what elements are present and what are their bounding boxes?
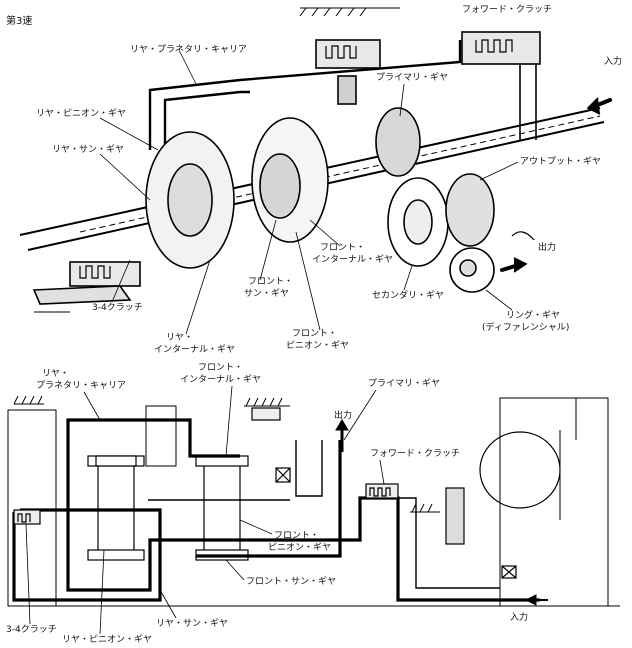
cutaway-illustration xyxy=(19,7,612,313)
label-clutch-34-lower: 3-4クラッチ xyxy=(6,624,57,635)
forward-clutch-3d xyxy=(461,31,541,140)
label-secondary-gear: セカンダリ・ギヤ xyxy=(372,289,444,301)
forward-clutch-schematic xyxy=(365,483,399,499)
rear-carrier-frame xyxy=(148,40,462,150)
label-primary-gear-lower: プライマリ・ギヤ xyxy=(368,378,440,389)
page-title: 第3速 xyxy=(6,14,32,27)
label-front-internal-gear-lower-1: フロント・ xyxy=(198,363,243,373)
label-rear-pinion-gear: リヤ・ピニオン・ギヤ xyxy=(36,108,126,119)
clutch-34-schematic xyxy=(13,509,41,525)
label-front-pinion-gear-1: フロント・ xyxy=(292,329,337,339)
label-front-sun-gear-2: サン・ギヤ xyxy=(244,288,289,299)
label-front-internal-gear-1: フロント・ xyxy=(320,243,365,253)
label-front-pinion-gear-2: ピニオン・ギヤ xyxy=(286,340,349,351)
label-output-lower: 出力 xyxy=(334,409,352,421)
label-rear-pinion-gear-lower: リヤ・ピニオン・ギヤ xyxy=(62,634,152,645)
label-ring-gear-2: (ディファレンシャル) xyxy=(482,321,569,333)
primary-gear-3d xyxy=(375,107,421,177)
label-ring-gear-1: リング・ギヤ xyxy=(506,309,560,321)
upper-clutch-pack xyxy=(315,39,381,105)
label-rear-sun-gear: リヤ・サン・ギヤ xyxy=(52,144,124,155)
ground-hatches xyxy=(13,395,440,513)
label-front-internal-gear-lower-2: インターナル・ギヤ xyxy=(180,374,261,385)
label-output: 出力 xyxy=(538,241,556,253)
label-rear-planetary-carrier: リヤ・プラネタリ・キャリア xyxy=(130,44,247,55)
clutch-34-3d xyxy=(32,261,141,313)
label-rear-planetary-carrier-2: プラネタリ・キャリア xyxy=(36,380,126,391)
upper-labels: フォワード・クラッチ リヤ・プラネタリ・キャリア 入力 プライマリ・ギヤ リヤ・… xyxy=(36,4,622,355)
rear-planetary-schematic xyxy=(87,455,145,561)
label-front-pinion-gear-lower-2: ピニオン・ギヤ xyxy=(268,542,331,553)
label-clutch-34-upper: 3-4クラッチ xyxy=(92,302,143,313)
lower-leaders xyxy=(25,385,385,635)
label-input-lower: 入力 xyxy=(510,611,528,623)
label-front-pinion-gear-lower-1: フロント・ xyxy=(274,531,319,541)
label-forward-clutch-lower: フォワード・クラッチ xyxy=(370,448,460,459)
label-forward-clutch: フォワード・クラッチ xyxy=(462,4,552,15)
label-output-gear: アウトプット・ギヤ xyxy=(520,156,601,167)
power-flow-path xyxy=(66,418,540,602)
housing-hatch-top xyxy=(299,7,400,17)
label-front-sun-gear-lower: フロント・サン・ギヤ xyxy=(246,576,336,587)
differential-schematic xyxy=(445,431,561,579)
label-front-sun-gear-1: フロント・ xyxy=(248,277,293,287)
label-rear-planetary-carrier-1: リヤ・ xyxy=(42,369,69,379)
label-front-internal-gear-2: インターナル・ギヤ xyxy=(312,254,393,265)
output-gear-3d xyxy=(445,173,495,247)
label-rear-internal-gear-2: インターナル・ギヤ xyxy=(154,344,235,355)
label-rear-sun-gear-lower: リヤ・サン・ギヤ xyxy=(156,618,228,629)
label-input: 入力 xyxy=(604,55,622,67)
label-rear-internal-gear-1: リヤ・ xyxy=(166,333,193,343)
label-primary-gear: プライマリ・ギヤ xyxy=(376,72,448,83)
upper-leaders xyxy=(99,51,519,335)
lower-labels: リヤ・ プラネタリ・キャリア フロント・ インターナル・ギヤ プライマリ・ギヤ … xyxy=(6,363,528,645)
power-flow-schematic xyxy=(7,395,620,607)
